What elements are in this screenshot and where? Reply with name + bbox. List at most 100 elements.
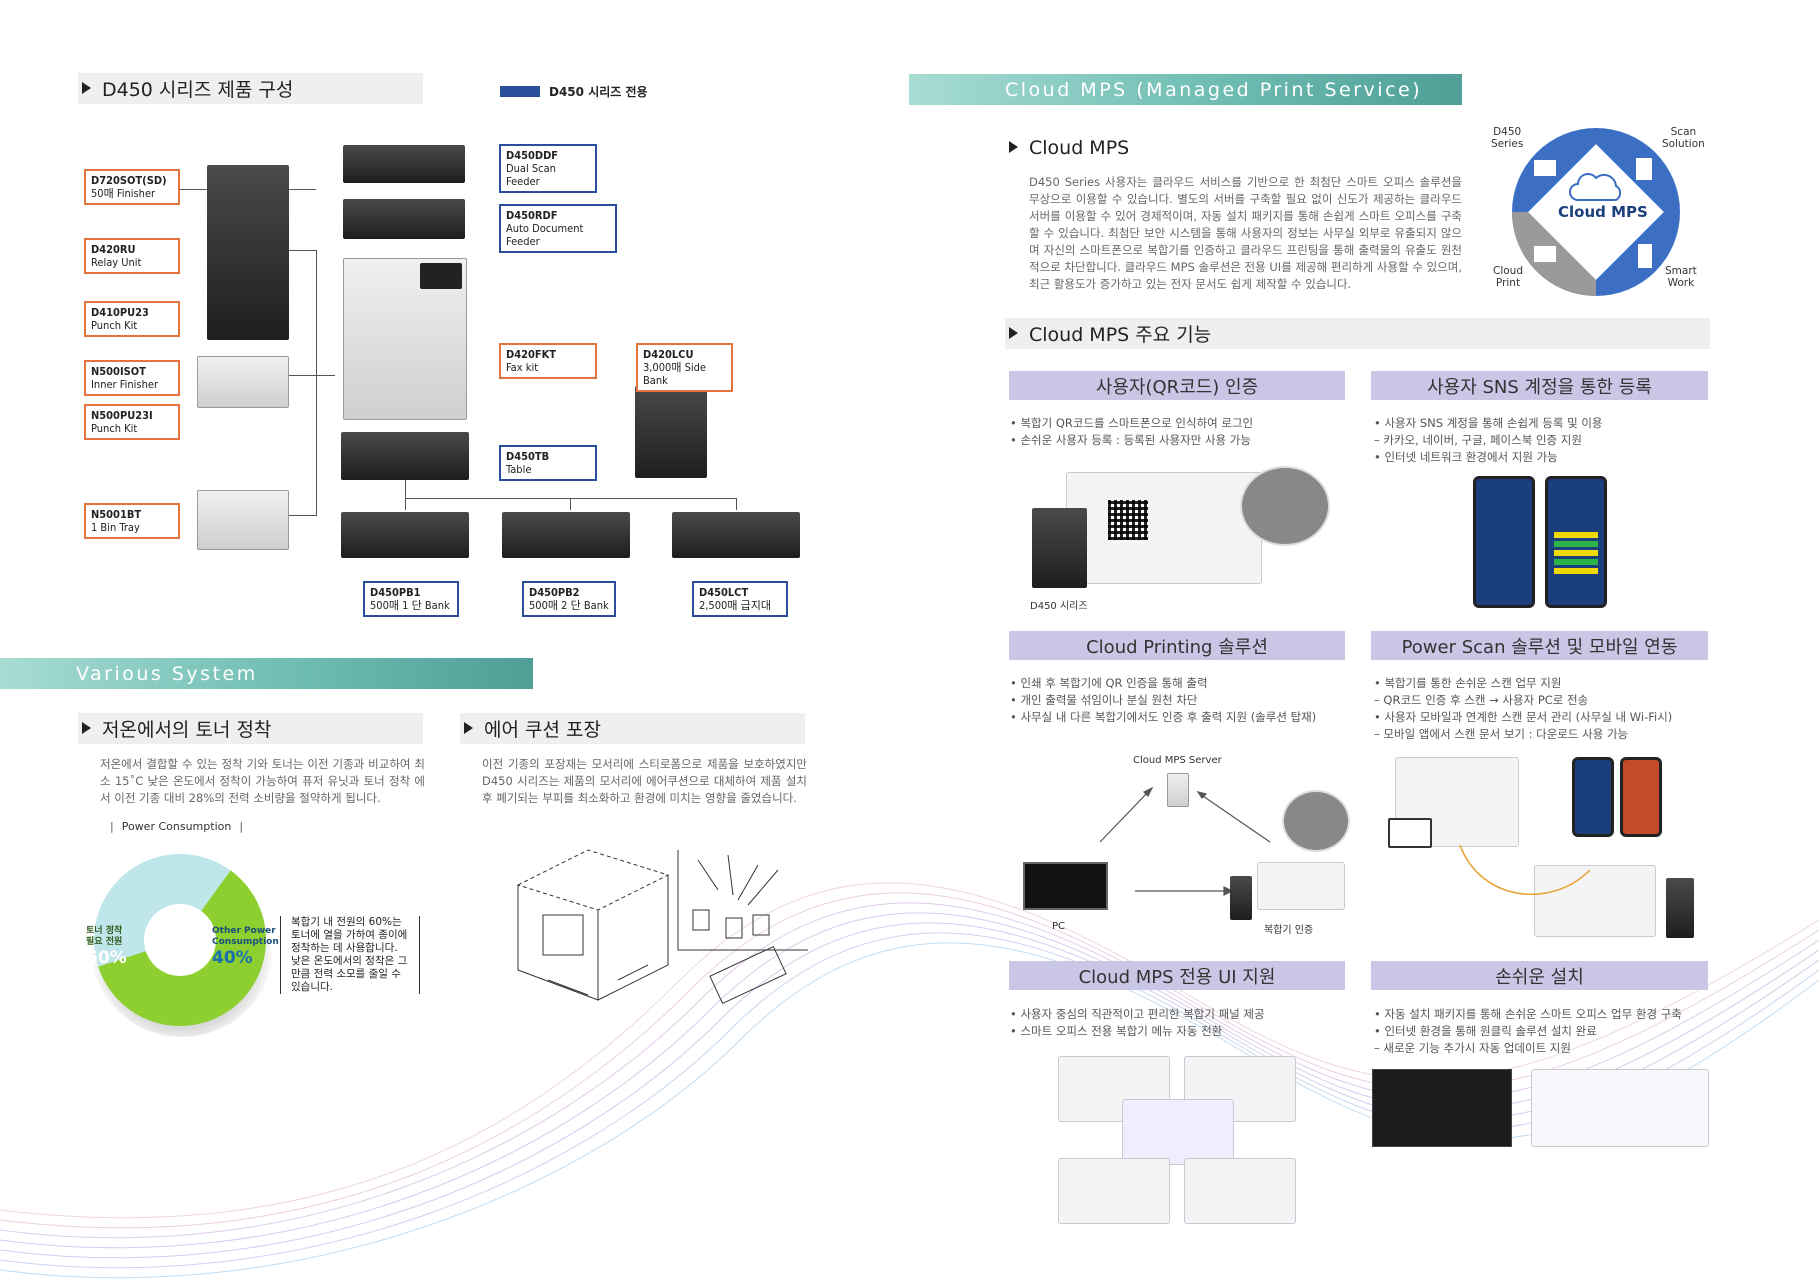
power-consumption-label: |Power Consumption| <box>110 820 244 833</box>
feature-bullets-ui: • 사용자 중심의 직관적이고 편리한 복합기 패널 제공 • 스마트 오피스 … <box>1010 1007 1265 1038</box>
air-cushion-header-text: 에어 쿠션 포장 <box>484 719 601 741</box>
cloud-mps-diagram <box>1512 128 1680 296</box>
lineup-header: D450 시리즈 제품 구성 <box>78 73 423 104</box>
air-cushion-header: 에어 쿠션 포장 <box>460 713 805 744</box>
feature-bullets-cloud-printing: • 인쇄 후 복합기에 QR 인증을 통해 출력 • 개인 출력물 섞임이나 분… <box>1010 676 1317 724</box>
toner-header: 저온에서의 토너 정착 <box>78 713 423 744</box>
bank2-image <box>502 512 630 558</box>
mfp-small-image <box>1230 876 1252 920</box>
scan-connection-lines <box>1459 844 1591 896</box>
packaging-illustration <box>516 849 808 1005</box>
label-d720sot: D720SOT(SD)50매 Finisher <box>84 169 180 205</box>
power-donut-chart <box>90 853 274 1037</box>
cloud-mps-banner-title: Cloud MPS (Managed Print Service) <box>1005 78 1423 101</box>
feature-title-ui: Cloud MPS 전용 UI 지원 <box>1009 961 1345 990</box>
features-header-text: Cloud MPS 주요 기능 <box>1029 324 1212 346</box>
pc-label: PC <box>1052 921 1066 932</box>
document-icon <box>1636 158 1652 180</box>
connector <box>245 375 335 376</box>
legend-label: D450 시리즈 전용 <box>549 85 648 99</box>
legend: D450 시리즈 전용 <box>500 83 648 100</box>
cloud-mps-description: D450 Series 사용자는 클라우드 서비스를 기반으로 한 최첨단 스마… <box>1029 175 1462 291</box>
install-light-screen <box>1531 1069 1709 1147</box>
feature-title-sns: 사용자 SNS 계정을 통한 등록 <box>1371 371 1708 400</box>
connector <box>285 515 317 516</box>
decorative-wave <box>0 882 1819 1279</box>
triangle-bullet-icon <box>1009 141 1018 153</box>
feature-bullets-sns: • 사용자 SNS 계정을 통해 손쉽게 등록 및 이용 – 카카오, 네이버,… <box>1374 416 1603 464</box>
toner-header-text: 저온에서의 토너 정착 <box>102 719 272 741</box>
cloud-server-label: Cloud MPS Server <box>1133 755 1222 766</box>
d450-mfp-image <box>1032 508 1087 588</box>
finisher-image <box>207 165 289 340</box>
pc-monitor <box>1023 862 1108 910</box>
qr-auth-screenshot <box>1066 472 1262 584</box>
features-header: Cloud MPS 주요 기능 <box>1005 318 1710 349</box>
triangle-bullet-icon <box>82 722 91 734</box>
toner-note: 복합기 내 전원의 60%는 토너에 열을 가하여 종이에 정착하는 데 사용합… <box>280 916 420 994</box>
scan-mfp-image <box>1666 878 1694 938</box>
feature-title-power-scan: Power Scan 솔루션 및 모바일 연동 <box>1371 631 1708 660</box>
mfp-auth-screen <box>1257 862 1345 910</box>
scan-phone-right <box>1620 757 1662 837</box>
ui-screen-4 <box>1058 1158 1170 1224</box>
bin-tray-image <box>197 490 289 550</box>
cloud-mps-header: Cloud MPS <box>1005 132 1480 163</box>
mfp-control-panel <box>420 263 462 289</box>
donut-toner-label: 토너 정착 필요 전원 60% <box>86 926 127 968</box>
lct-image <box>672 512 800 558</box>
triangle-bullet-icon <box>1009 327 1018 339</box>
qr-scan-circle <box>1240 466 1330 546</box>
qr-scan-circle-2 <box>1282 790 1350 852</box>
dual-scan-feeder-image <box>343 145 465 183</box>
diagram-center-label: Cloud MPS <box>1558 203 1648 221</box>
various-system-title: Various System <box>76 662 258 685</box>
lineup-header-text: D450 시리즈 제품 구성 <box>102 79 294 101</box>
feature-title-cloud-printing: Cloud Printing 솔루션 <box>1009 631 1345 660</box>
feature-title-install: 손쉬운 설치 <box>1371 961 1708 990</box>
ui-screen-5 <box>1184 1158 1296 1224</box>
ui-screen-3 <box>1122 1099 1234 1165</box>
mfp-auth-label: 복합기 인증 <box>1264 925 1314 936</box>
cloud-printing-arrows <box>1099 786 1271 896</box>
triangle-bullet-icon <box>464 722 473 734</box>
feature-caption-d450: D450 시리즈 <box>1030 601 1088 612</box>
connector <box>570 498 571 510</box>
table-image <box>341 432 469 480</box>
sns-login-buttons <box>1554 530 1598 574</box>
connector <box>405 498 737 499</box>
monitor-icon <box>1534 246 1556 262</box>
sns-phone-left <box>1473 476 1535 608</box>
connector <box>316 250 317 515</box>
legend-swatch <box>500 86 540 97</box>
auto-document-feeder-image <box>343 199 465 239</box>
scan-phone-left <box>1572 757 1614 837</box>
feature-bullets-install: • 자동 설치 패키지를 통해 손쉬운 스마트 오피스 업무 환경 구축 • 인… <box>1374 1007 1682 1055</box>
connector <box>405 480 406 500</box>
cloud-icon <box>1569 173 1622 201</box>
printer-icon <box>1534 160 1556 176</box>
connector <box>405 498 406 510</box>
triangle-bullet-icon <box>82 82 91 94</box>
smartphone-icon <box>1638 244 1652 268</box>
inner-finisher-image <box>197 356 289 408</box>
donut-hole <box>144 904 216 976</box>
feature-bullets-power-scan: • 복합기를 통한 손쉬운 스캔 업무 지원 – QR코드 인증 후 스캔 → … <box>1374 676 1673 741</box>
connector <box>285 250 317 251</box>
server-icon <box>1167 773 1189 807</box>
